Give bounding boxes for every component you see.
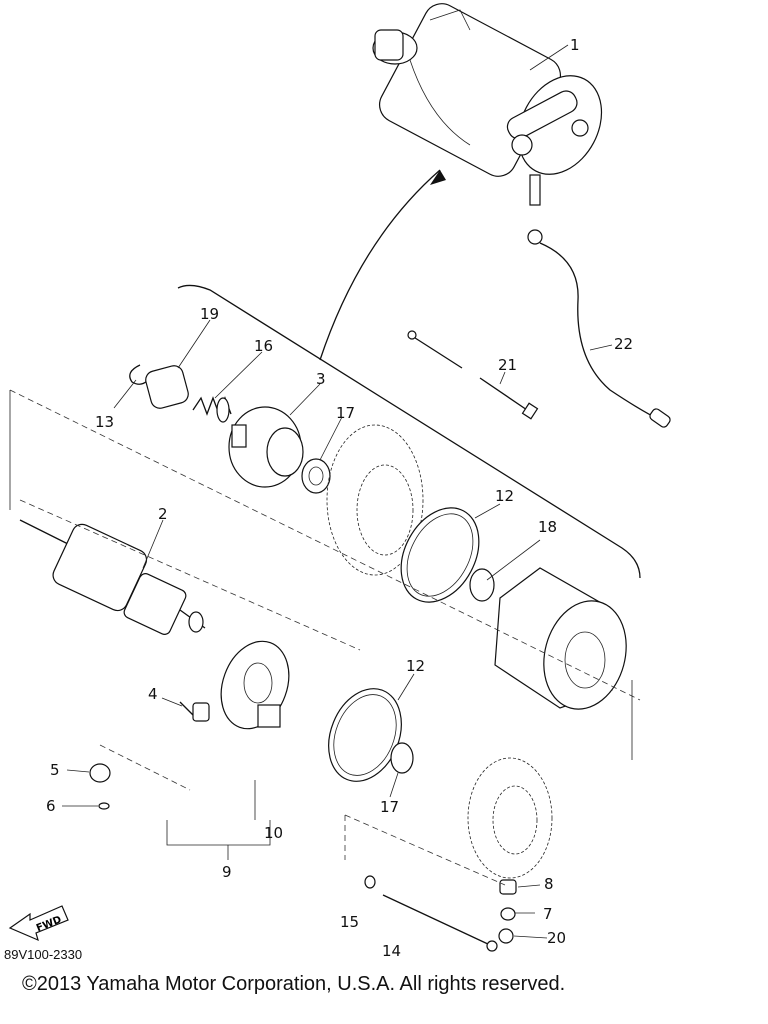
callout-4: 4: [148, 685, 158, 703]
spring-16: [192, 396, 232, 423]
armature-2: [19, 519, 206, 635]
circlip-13: [129, 364, 151, 385]
copyright-notice: ©2013 Yamaha Motor Corporation, U.S.A. A…: [22, 973, 566, 995]
callout-16: 16: [254, 337, 273, 355]
callout-8: 8: [544, 875, 554, 893]
brush-4: [179, 701, 210, 722]
grommet-5: [89, 763, 111, 783]
callout-15: 15: [340, 913, 359, 931]
callout-17b: 17: [380, 798, 399, 816]
front-cover: [326, 424, 424, 576]
callout-9: 9: [222, 863, 232, 881]
o-ring-12-lower: [328, 688, 402, 782]
callout-21: 21: [498, 356, 517, 374]
callout-7: 7: [543, 905, 553, 923]
yoke: [494, 567, 627, 710]
collar-19: [145, 365, 189, 409]
rear-cover: [467, 757, 553, 879]
callout-12: 12: [495, 487, 514, 505]
callout-5: 5: [50, 761, 60, 779]
callout-10: 10: [264, 824, 283, 842]
washer-17-lower: [390, 742, 414, 774]
callout-13: 13: [95, 413, 114, 431]
callout-18: 18: [538, 518, 557, 536]
clutch-3: [228, 406, 304, 488]
washer-17: [301, 458, 331, 494]
bolt-21: [407, 330, 539, 420]
lead-wire-22: [527, 229, 671, 428]
assembly-arrow: [319, 169, 441, 361]
callout-19: 19: [200, 305, 219, 323]
brush-holder-plate: [220, 640, 290, 730]
callout-3: 3: [316, 370, 326, 388]
diagram-code: 89V100-2330: [4, 947, 83, 962]
washer-15: [364, 875, 376, 889]
washer-18: [469, 568, 495, 602]
bracket-9: [166, 820, 271, 846]
leader-lines: [62, 44, 613, 939]
callout-12b: 12: [406, 657, 425, 675]
callout-1: 1: [570, 36, 580, 54]
nut-20: [498, 928, 514, 944]
nut-8: [499, 879, 517, 895]
callout-14: 14: [382, 942, 401, 960]
callout-2: 2: [158, 505, 168, 523]
callout-labels: 1 2 3 4 5 6 7 8 9 10 12 12 13 14 15 16 1…: [46, 36, 633, 960]
washer-7: [500, 907, 516, 921]
callout-20: 20: [547, 929, 566, 947]
callout-6: 6: [46, 797, 56, 815]
callout-22: 22: [614, 335, 633, 353]
panel-outline: [177, 284, 641, 579]
starter-motor-assembly: [372, 3, 603, 206]
fwd-arrow-icon: FWD: [8, 905, 69, 942]
callout-17: 17: [336, 404, 355, 422]
plate-6: [98, 802, 110, 810]
through-bolt-14: [382, 894, 491, 946]
